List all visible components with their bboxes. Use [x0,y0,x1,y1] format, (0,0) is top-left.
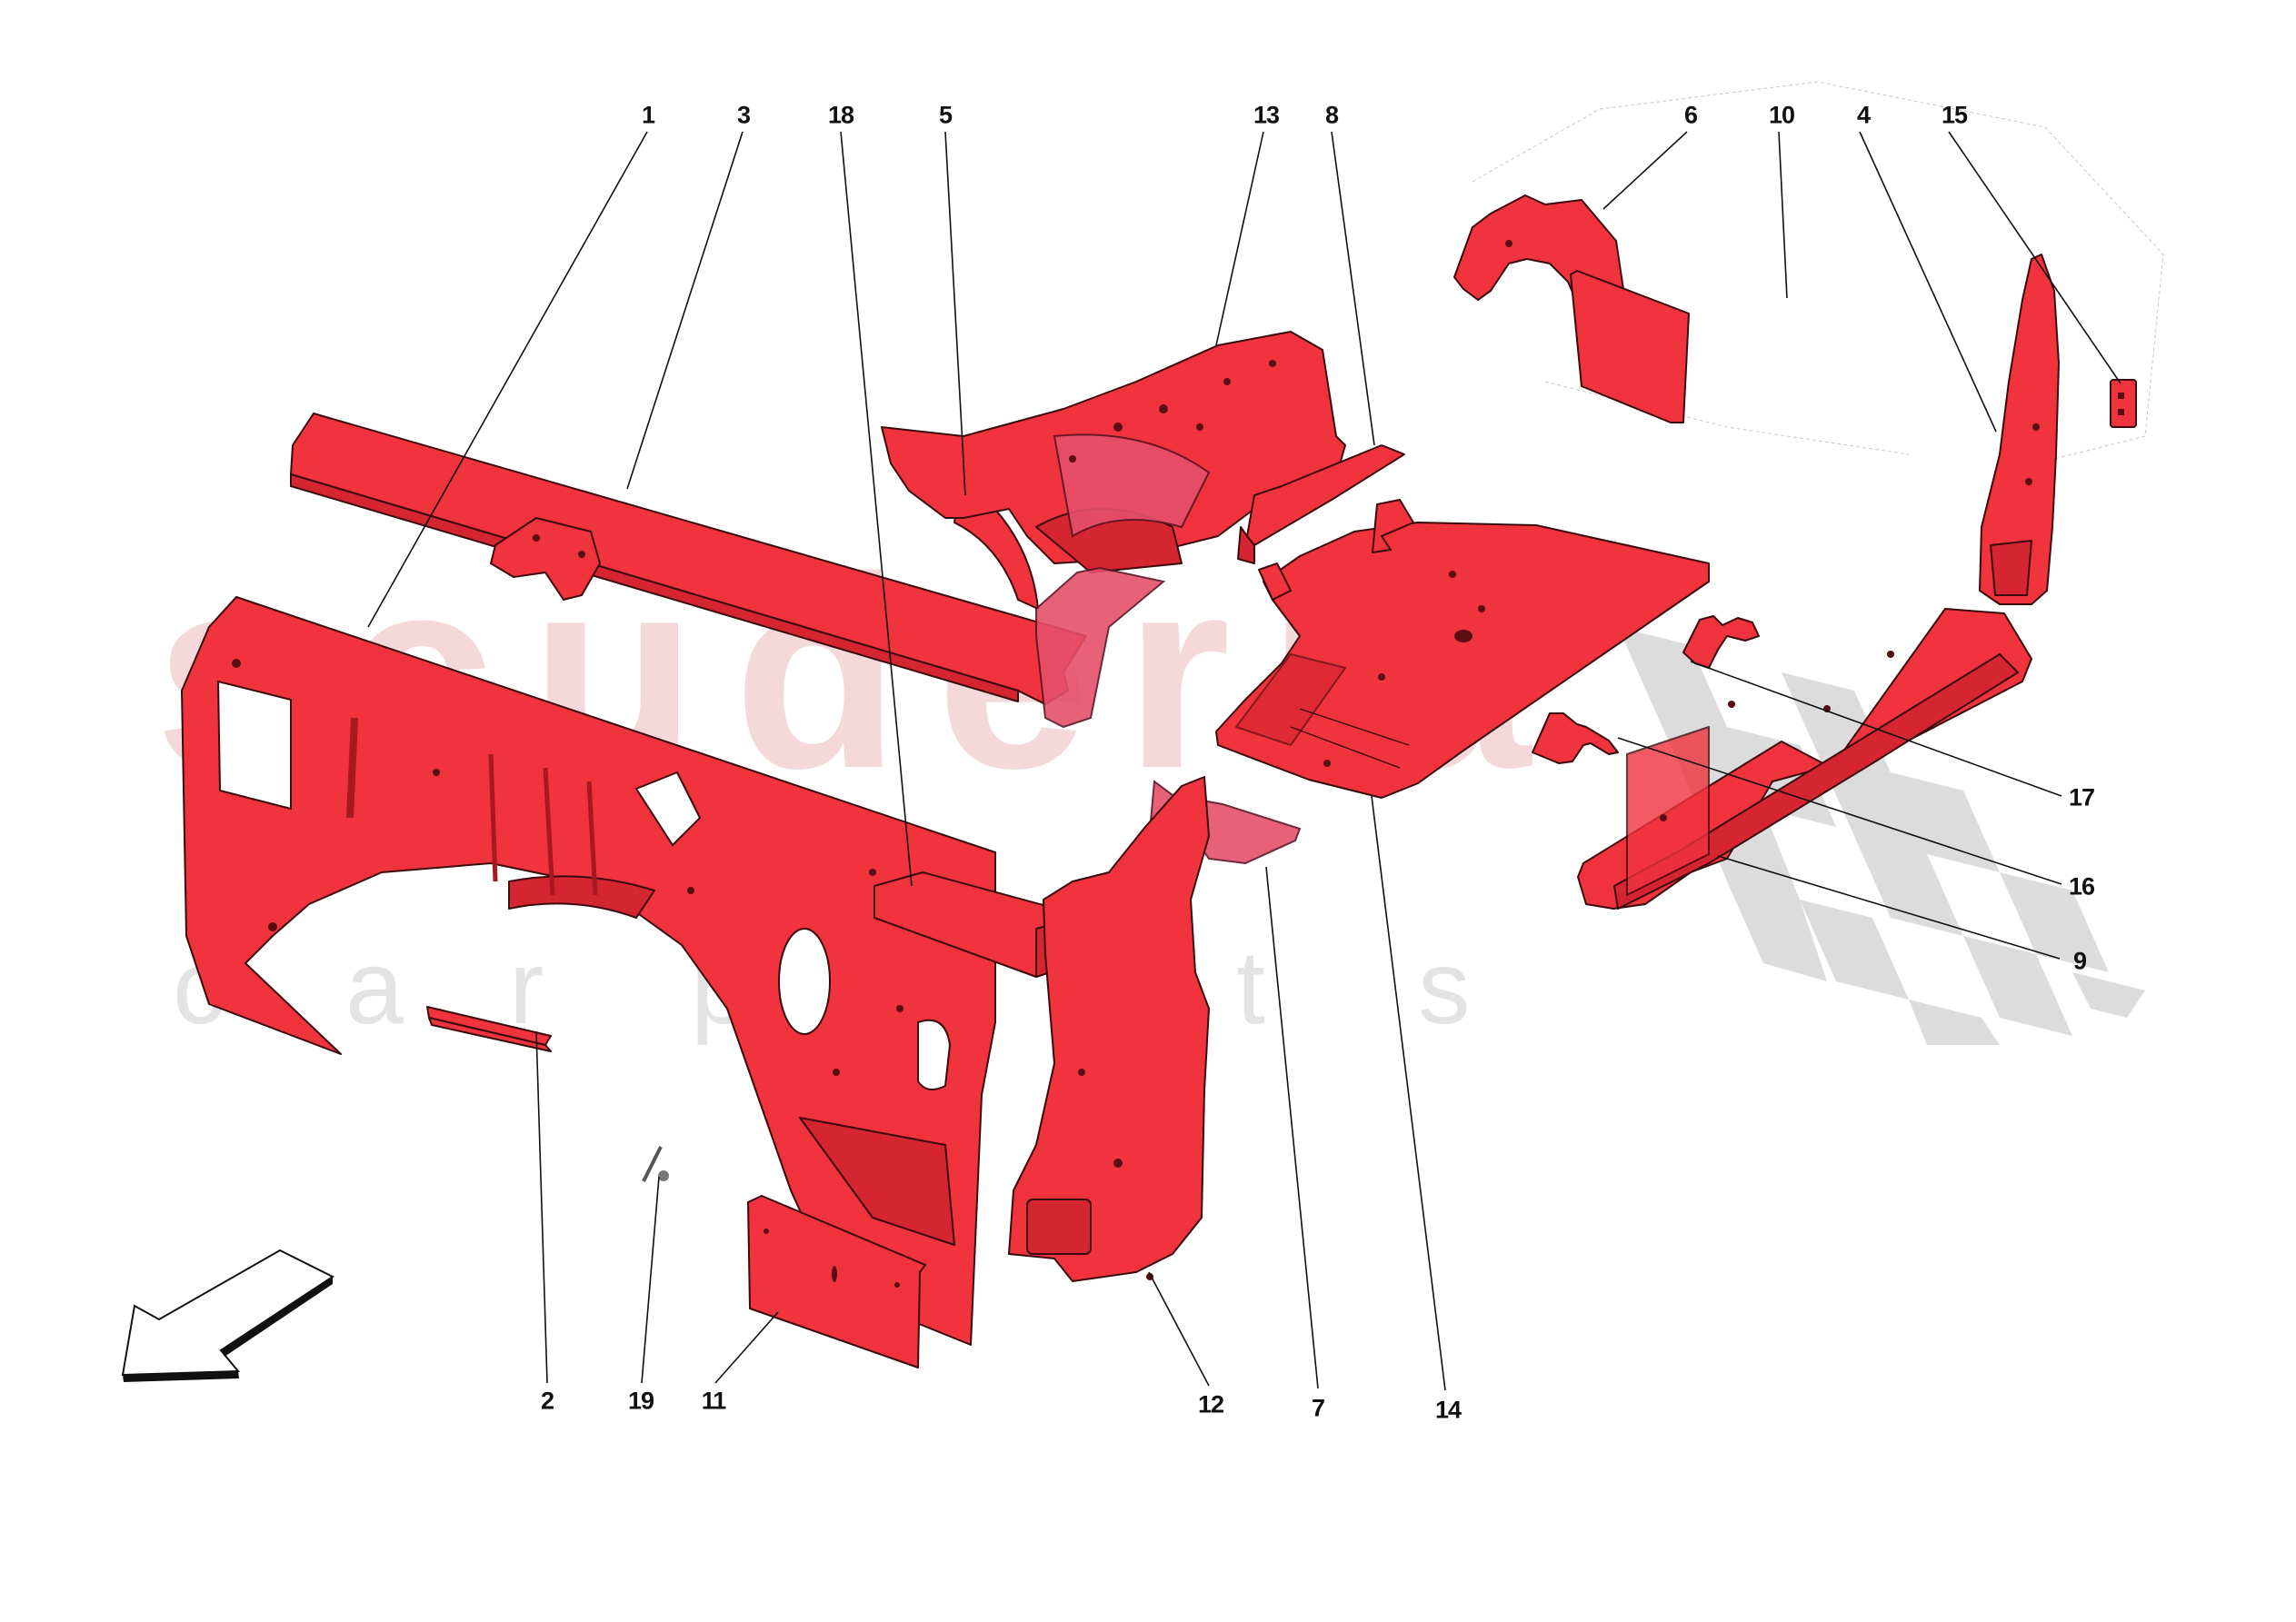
leader-line-18 [840,131,913,887]
leader-line-5 [944,131,966,496]
callout-label-18[interactable]: 18 [827,101,854,129]
callout-label-6[interactable]: 6 [1683,101,1698,129]
watermark-letter: r [509,930,544,1046]
leader-line-10 [1778,131,1788,299]
leader-line-2 [535,1030,548,1384]
part-13-wheelhouse[interactable] [881,331,1346,573]
callout-label-9[interactable]: 9 [2072,947,2087,975]
watermark-letter: t [1236,930,1265,1046]
leader-line-15 [1948,131,2121,384]
part-9-rear-box-beam[interactable] [1577,608,2032,910]
leader-line-17 [1690,661,2062,797]
ghost-body-outline [1472,81,2164,473]
leader-line-8 [1331,131,1375,446]
callout-label-3[interactable]: 3 [736,101,751,129]
callout-label-5[interactable]: 5 [938,101,953,129]
part-16-floor-bracket[interactable] [1532,712,1619,764]
part-10-flat-panel[interactable] [1570,270,1690,423]
callout-label-13[interactable]: 13 [1253,101,1280,129]
part-12-front-pillar[interactable] [1008,776,1210,1282]
callout-label-1[interactable]: 1 [641,101,655,129]
leader-line-4 [1859,131,1997,433]
callout-label-15[interactable]: 15 [1941,101,1968,129]
callout-label-10[interactable]: 10 [1768,101,1795,129]
part-15-bracket-block[interactable] [2110,379,2137,428]
leader-line-9 [1717,855,2061,960]
leader-line-12 [1148,1271,1210,1387]
leader-line-7 [1265,866,1319,1389]
callout-label-7[interactable]: 7 [1311,1394,1325,1422]
callout-label-12[interactable]: 12 [1197,1390,1224,1418]
leader-line-1 [367,131,648,628]
callout-label-16[interactable]: 16 [2068,872,2095,901]
part-2-bracket-strip[interactable] [426,1006,552,1052]
callout-label-8[interactable]: 8 [1324,101,1339,129]
leader-line-19 [641,1176,660,1384]
leader-line-6 [1602,131,1688,210]
leader-lines [367,131,2121,1391]
part-4-rear-pillar[interactable] [1979,254,2060,605]
callout-label-11[interactable]: 11 [701,1387,727,1415]
leader-line-14 [1371,795,1446,1391]
callout-label-19[interactable]: 19 [627,1387,654,1415]
leader-line-3 [626,131,744,490]
part-11-lower-plate[interactable] [747,1195,926,1368]
leader-line-11 [714,1311,779,1384]
part-14-floor-panel[interactable] [1215,499,1710,799]
leader-line-16 [1617,737,2062,885]
callout-label-2[interactable]: 2 [540,1387,554,1415]
callout-label-14[interactable]: 14 [1434,1396,1462,1424]
watermark-letter: a [345,930,404,1046]
watermark-letter: s [1418,930,1471,1046]
callout-label-17[interactable]: 17 [2068,783,2095,811]
part-1-side-panel[interactable] [181,596,996,1346]
direction-arrow-icon [121,1249,334,1382]
part-17-floor-bracket[interactable] [1682,615,1760,669]
part-19-rivet-fastener[interactable] [642,1146,669,1182]
leader-line-13 [1215,131,1264,346]
callout-label-4[interactable]: 4 [1856,101,1871,129]
part-8-transverse-member[interactable] [1237,444,1405,564]
